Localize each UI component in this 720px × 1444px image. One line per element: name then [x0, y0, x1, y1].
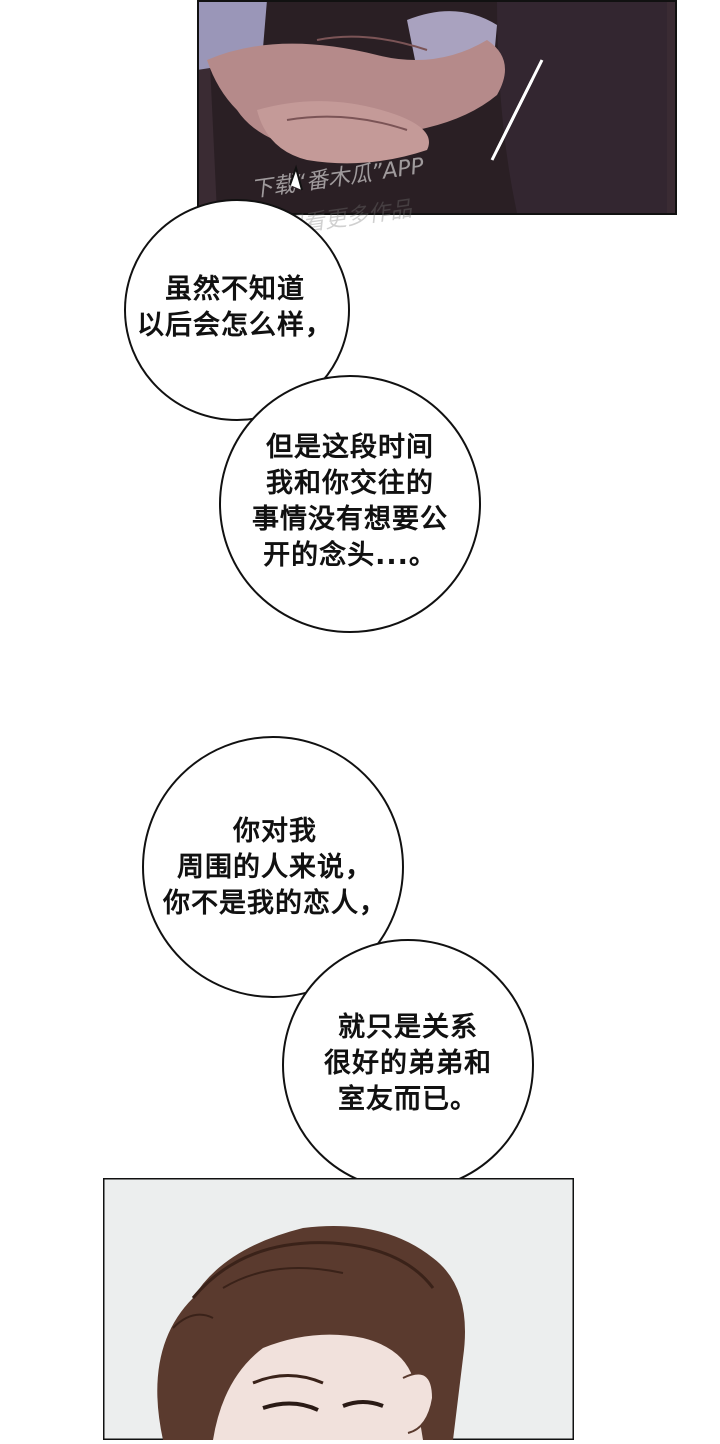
speech-bubble-1	[124, 199, 350, 421]
bubble-text-3: 你对我 周围的人来说， 你不是我的恋人，	[163, 816, 387, 919]
man-illustration	[101, 1176, 576, 1442]
bubble-text-2: 但是这段时间 我和你交往的 事情没有想要公 开的念头...。	[252, 432, 448, 571]
bubble-text-4: 就只是关系 很好的弟弟和 室友而已。	[324, 1012, 492, 1115]
bottom-panel	[101, 1176, 576, 1442]
speech-bubble-3	[142, 736, 404, 998]
hands-illustration	[197, 0, 677, 215]
top-panel	[197, 0, 677, 215]
speech-bubble-2	[219, 375, 481, 633]
bubble-text-1: 虽然不知道 以后会怎么样，	[137, 274, 333, 341]
